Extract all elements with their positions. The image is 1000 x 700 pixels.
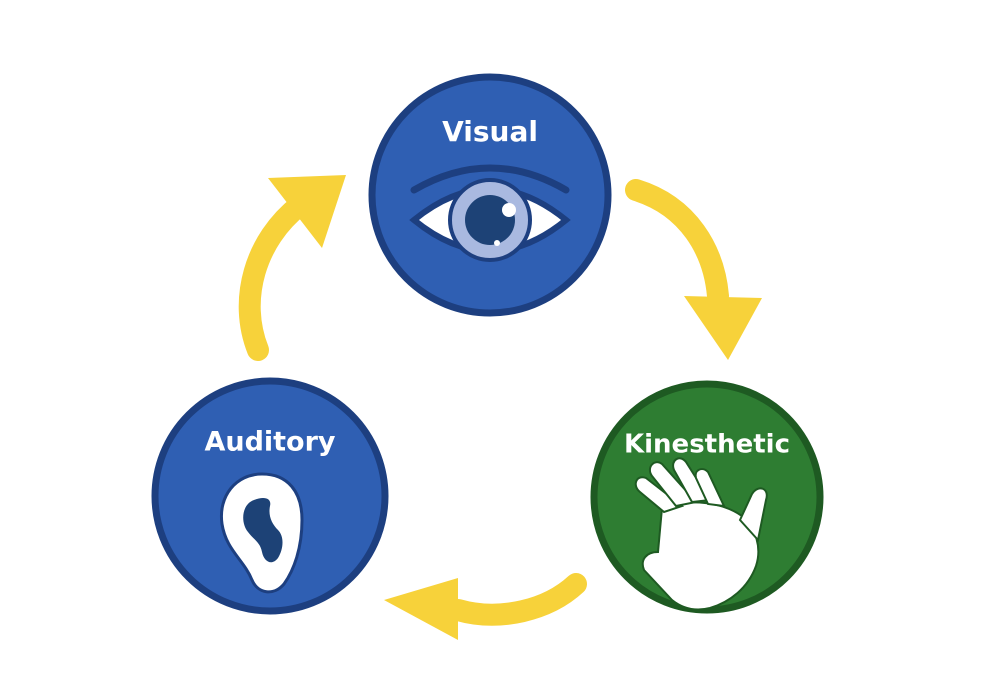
arrow-visual-to-kinesthetic [625, 179, 762, 360]
hand-icon [634, 457, 768, 611]
eye-icon [409, 164, 571, 262]
arrow-auditory-to-visual [238, 175, 346, 361]
arrow-kinesthetic-to-auditory [384, 573, 587, 640]
ear-icon [219, 472, 304, 594]
node-kinesthetic: Kinesthetic [590, 380, 824, 614]
node-kinesthetic-label: Kinesthetic [624, 430, 790, 460]
node-visual: Visual [368, 73, 612, 317]
node-auditory: Auditory [151, 377, 389, 615]
node-auditory-label: Auditory [204, 427, 335, 458]
node-visual-label: Visual [442, 115, 538, 148]
